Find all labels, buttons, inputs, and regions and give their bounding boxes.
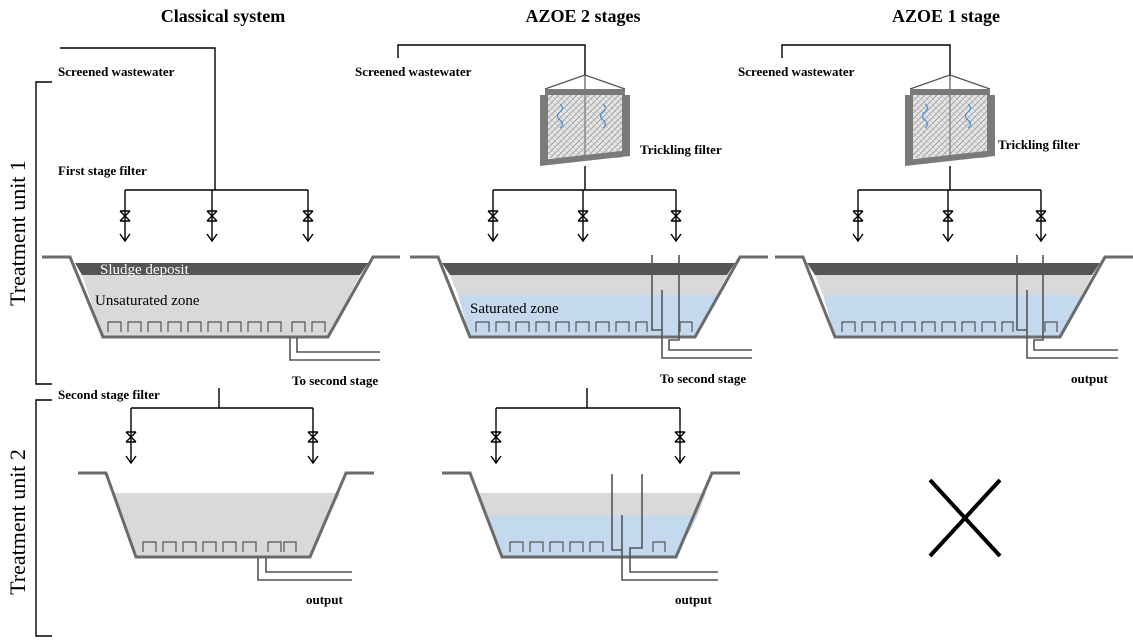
inlet-pipe	[781, 44, 951, 75]
unsaturated-zone-fill	[450, 275, 727, 295]
screened-wastewater-label: Screened wastewater	[738, 64, 855, 79]
row-bracket-unit-2	[35, 399, 52, 637]
column-title-azoe-2: AZOE 2 stages	[525, 6, 640, 26]
saturated-zone-label: Saturated zone	[470, 301, 559, 317]
drain-pipes	[841, 321, 1058, 332]
valve-icon	[119, 210, 314, 222]
output-label: output	[675, 592, 713, 607]
drain-pipes	[509, 541, 666, 552]
basin-wall	[410, 255, 768, 339]
classical-unit-2: Second stage filter output	[58, 387, 374, 607]
inlet-pipe	[60, 47, 216, 190]
arrow-down-icon	[490, 455, 686, 465]
feed-distribution-pipe	[857, 166, 1042, 240]
to-second-stage-label: To second stage	[292, 373, 378, 388]
column-title-azoe-1: AZOE 1 stage	[892, 6, 1000, 26]
basin-wall	[42, 255, 400, 339]
valve-icon	[487, 210, 682, 222]
drain-pipes	[107, 321, 326, 332]
column-title-classical: Classical system	[161, 6, 286, 26]
outlet-riser	[611, 474, 718, 581]
second-stage-filter-label: Second stage filter	[58, 387, 160, 402]
trickling-filter-icon	[905, 74, 995, 166]
basin-wall	[442, 471, 740, 559]
azoe2-unit-2: output	[442, 388, 740, 607]
outlet-riser	[651, 255, 752, 359]
classical-unit-1: Screened wastewater First stage filter S…	[42, 47, 400, 388]
outlet-pipe	[257, 558, 352, 581]
unsaturated-zone-fill	[815, 275, 1092, 295]
sludge-deposit-layer	[75, 263, 368, 275]
sludge-deposit-layer	[442, 263, 735, 275]
trickling-filter-icon	[540, 74, 630, 166]
output-label: output	[306, 592, 344, 607]
arrow-down-icon	[119, 233, 314, 243]
output-label: output	[1071, 371, 1109, 386]
unsaturated-zone-fill	[478, 493, 706, 515]
trickling-filter-label: Trickling filter	[640, 142, 722, 157]
azoe1-unit-1: Screened wastewater Trickling filter	[738, 44, 1133, 386]
sludge-deposit-label: Sludge deposit	[100, 262, 190, 278]
basin-wall	[78, 471, 374, 559]
unsaturated-zone-label: Unsaturated zone	[95, 293, 200, 309]
feed-distribution-pipe	[495, 388, 681, 462]
row-label-unit-1: Treatment unit 1	[5, 160, 30, 306]
azoe2-unit-1: Screened wastewater Trickling filter Sat…	[355, 44, 768, 386]
valve-icon	[490, 431, 686, 443]
unsaturated-zone-fill	[112, 493, 340, 557]
outlet-pipe	[289, 338, 380, 361]
drain-pipes	[142, 541, 297, 552]
trickling-filter-label: Trickling filter	[998, 137, 1080, 152]
screened-wastewater-label: Screened wastewater	[58, 64, 175, 79]
inlet-pipe	[397, 44, 586, 75]
drain-pipes	[475, 321, 693, 332]
arrow-down-icon	[852, 233, 1047, 243]
valve-icon	[125, 431, 319, 443]
basin-wall	[775, 255, 1133, 339]
arrow-down-icon	[487, 233, 682, 243]
azoe1-unit-2-absent	[928, 478, 1002, 558]
row-bracket-unit-1	[35, 81, 52, 385]
first-stage-filter-label: First stage filter	[58, 163, 147, 178]
arrow-down-icon	[125, 455, 319, 465]
screened-wastewater-label: Screened wastewater	[355, 64, 472, 79]
valve-icon	[852, 210, 1047, 222]
feed-distribution-pipe	[130, 388, 314, 462]
feed-distribution-pipe	[124, 189, 309, 240]
row-label-unit-2: Treatment unit 2	[5, 449, 30, 595]
cross-icon	[928, 478, 1002, 558]
outlet-riser	[1016, 255, 1118, 359]
feed-distribution-pipe	[492, 166, 677, 240]
to-second-stage-label: To second stage	[660, 371, 746, 386]
sludge-deposit-layer	[807, 263, 1100, 275]
saturated-zone-fill	[486, 515, 698, 557]
